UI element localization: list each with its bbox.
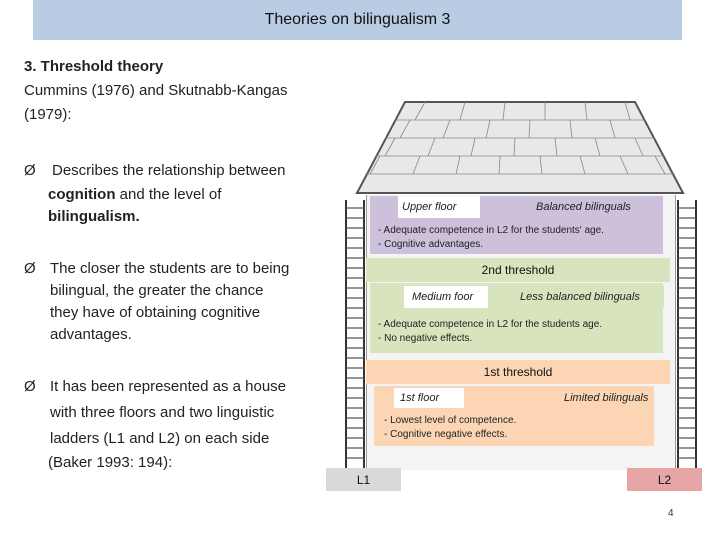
bullet-2-line-1: The closer the students are to being — [50, 260, 290, 277]
balanced-bilinguals-label: Balanced bilinguals — [528, 196, 663, 218]
ladder-left — [345, 200, 365, 470]
upper-note-2: - Cognitive advantages. — [378, 239, 484, 250]
authors-line-2: (1979): — [24, 106, 72, 123]
upper-note-1: - Adequate competence in L2 for the stud… — [378, 225, 604, 236]
arrow-bullet-icon: Ø — [24, 378, 36, 395]
middle-note-2: - No negative effects. — [378, 333, 473, 344]
ladder-l1-label: L1 — [326, 468, 401, 491]
bullet-1-line-3: bilingualism. — [48, 208, 140, 225]
bullet-3-line-2: with three floors and two linguistic — [50, 404, 275, 421]
second-threshold: 2nd threshold — [366, 258, 670, 282]
bullet-2-line-3: they have of obtaining cognitive — [50, 304, 261, 321]
lower-note-1: - Lowest level of competence. — [384, 415, 517, 426]
first-threshold: 1st threshold — [366, 360, 670, 384]
medium-floor-label: Medium foor — [404, 286, 488, 308]
first-floor-label: 1st floor — [394, 388, 464, 408]
bullet-2-line-2: bilingual, the greater the chance — [50, 282, 264, 299]
house-roof — [355, 101, 685, 194]
middle-note-1: - Adequate competence in L2 for the stud… — [378, 319, 603, 330]
authors-line-1: Cummins (1976) and Skutnabb-Kangas — [24, 82, 288, 99]
bullet-3-line-1: It has been represented as a house — [50, 378, 287, 395]
slide-title: Theories on bilingualism 3 — [33, 0, 682, 40]
upper-floor-label: Upper floor — [398, 196, 480, 218]
bullet-1-line-2: cognition and the level of — [48, 186, 222, 203]
bullet-2-line-4: advantages. — [50, 326, 132, 343]
bullet-3-line-3: ladders (L1 and L2) on each side — [50, 430, 270, 447]
ladder-l2-label: L2 — [627, 468, 702, 491]
arrow-bullet-icon: Ø — [24, 260, 36, 277]
section-heading: 3. Threshold theory — [24, 58, 164, 75]
ladder-right — [677, 200, 697, 470]
bullet-1-line-1: Describes the relationship between — [52, 162, 286, 179]
bullet-3-line-4: (Baker 1993: 194): — [48, 454, 173, 471]
arrow-bullet-icon: Ø — [24, 162, 36, 179]
limited-bilinguals-label: Limited bilinguals — [560, 388, 654, 408]
less-balanced-bilinguals-label: Less balanced bilinguals — [514, 286, 664, 308]
page-number: 4 — [668, 508, 674, 519]
lower-note-2: - Cognitive negative effects. — [384, 429, 508, 440]
